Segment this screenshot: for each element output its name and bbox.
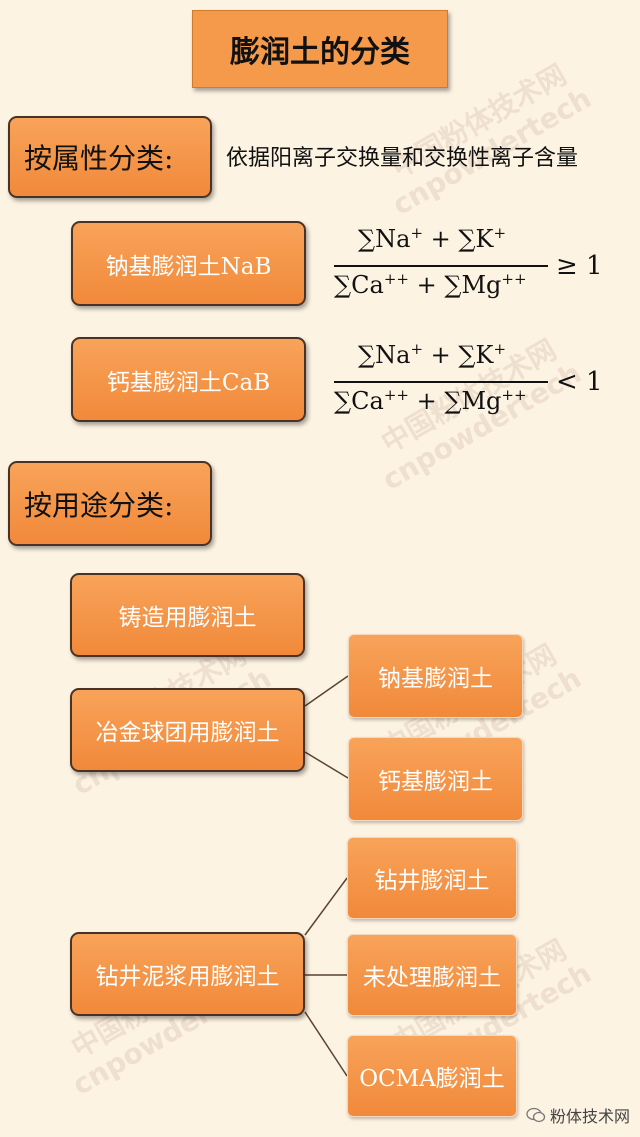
formula-relation: ≥ 1 bbox=[556, 251, 603, 281]
fraction-bar bbox=[334, 381, 548, 383]
pellet-bentonite-box: 冶金球团用膨润土 bbox=[70, 688, 305, 772]
casting-bentonite-box: 铸造用膨润土 bbox=[70, 573, 305, 657]
pellet-sodium-bentonite-box: 钠基膨润土 bbox=[348, 634, 523, 718]
calcium-bentonite-cab-box: 钙基膨润土CaB bbox=[71, 337, 306, 422]
connector-line bbox=[304, 877, 348, 936]
attribute-description: 依据阳离子交换量和交换性离子含量 bbox=[226, 146, 579, 171]
attribute-category-label: 按属性分类: bbox=[8, 116, 212, 198]
formula-relation: < 1 bbox=[556, 367, 603, 397]
connector-line bbox=[304, 1011, 348, 1077]
wechat-icon bbox=[526, 1107, 546, 1123]
footer-attribution: 粉体技术网 bbox=[526, 1103, 630, 1127]
untreated-bentonite-box: 未处理膨润土 bbox=[347, 934, 517, 1016]
page-title: 膨润土的分类 bbox=[192, 10, 448, 88]
sodium-ratio-formula: ∑Na+ + ∑K+ ∑Ca++ + ∑Mg++ ≥ 1 bbox=[334, 222, 614, 312]
drilling-mud-bentonite-box: 钻井泥浆用膨润土 bbox=[70, 932, 305, 1016]
footer-text: 粉体技术网 bbox=[549, 1107, 630, 1126]
use-category-label: 按用途分类: bbox=[8, 461, 212, 546]
formula-denominator: ∑Ca++ + ∑Mg++ bbox=[334, 386, 527, 415]
formula-numerator: ∑Na+ + ∑K+ bbox=[358, 340, 507, 369]
connector-line bbox=[304, 675, 349, 707]
connector-line bbox=[304, 751, 349, 779]
sodium-bentonite-nab-box: 钠基膨润土NaB bbox=[71, 221, 306, 306]
pellet-calcium-bentonite-box: 钙基膨润土 bbox=[348, 737, 523, 821]
formula-numerator: ∑Na+ + ∑K+ bbox=[358, 224, 507, 253]
fraction-bar bbox=[334, 265, 548, 267]
formula-denominator: ∑Ca++ + ∑Mg++ bbox=[334, 270, 527, 299]
drilling-bentonite-box: 钻井膨润土 bbox=[347, 837, 517, 919]
calcium-ratio-formula: ∑Na+ + ∑K+ ∑Ca++ + ∑Mg++ < 1 bbox=[334, 338, 614, 428]
ocma-bentonite-box: OCMA膨润土 bbox=[347, 1035, 517, 1117]
